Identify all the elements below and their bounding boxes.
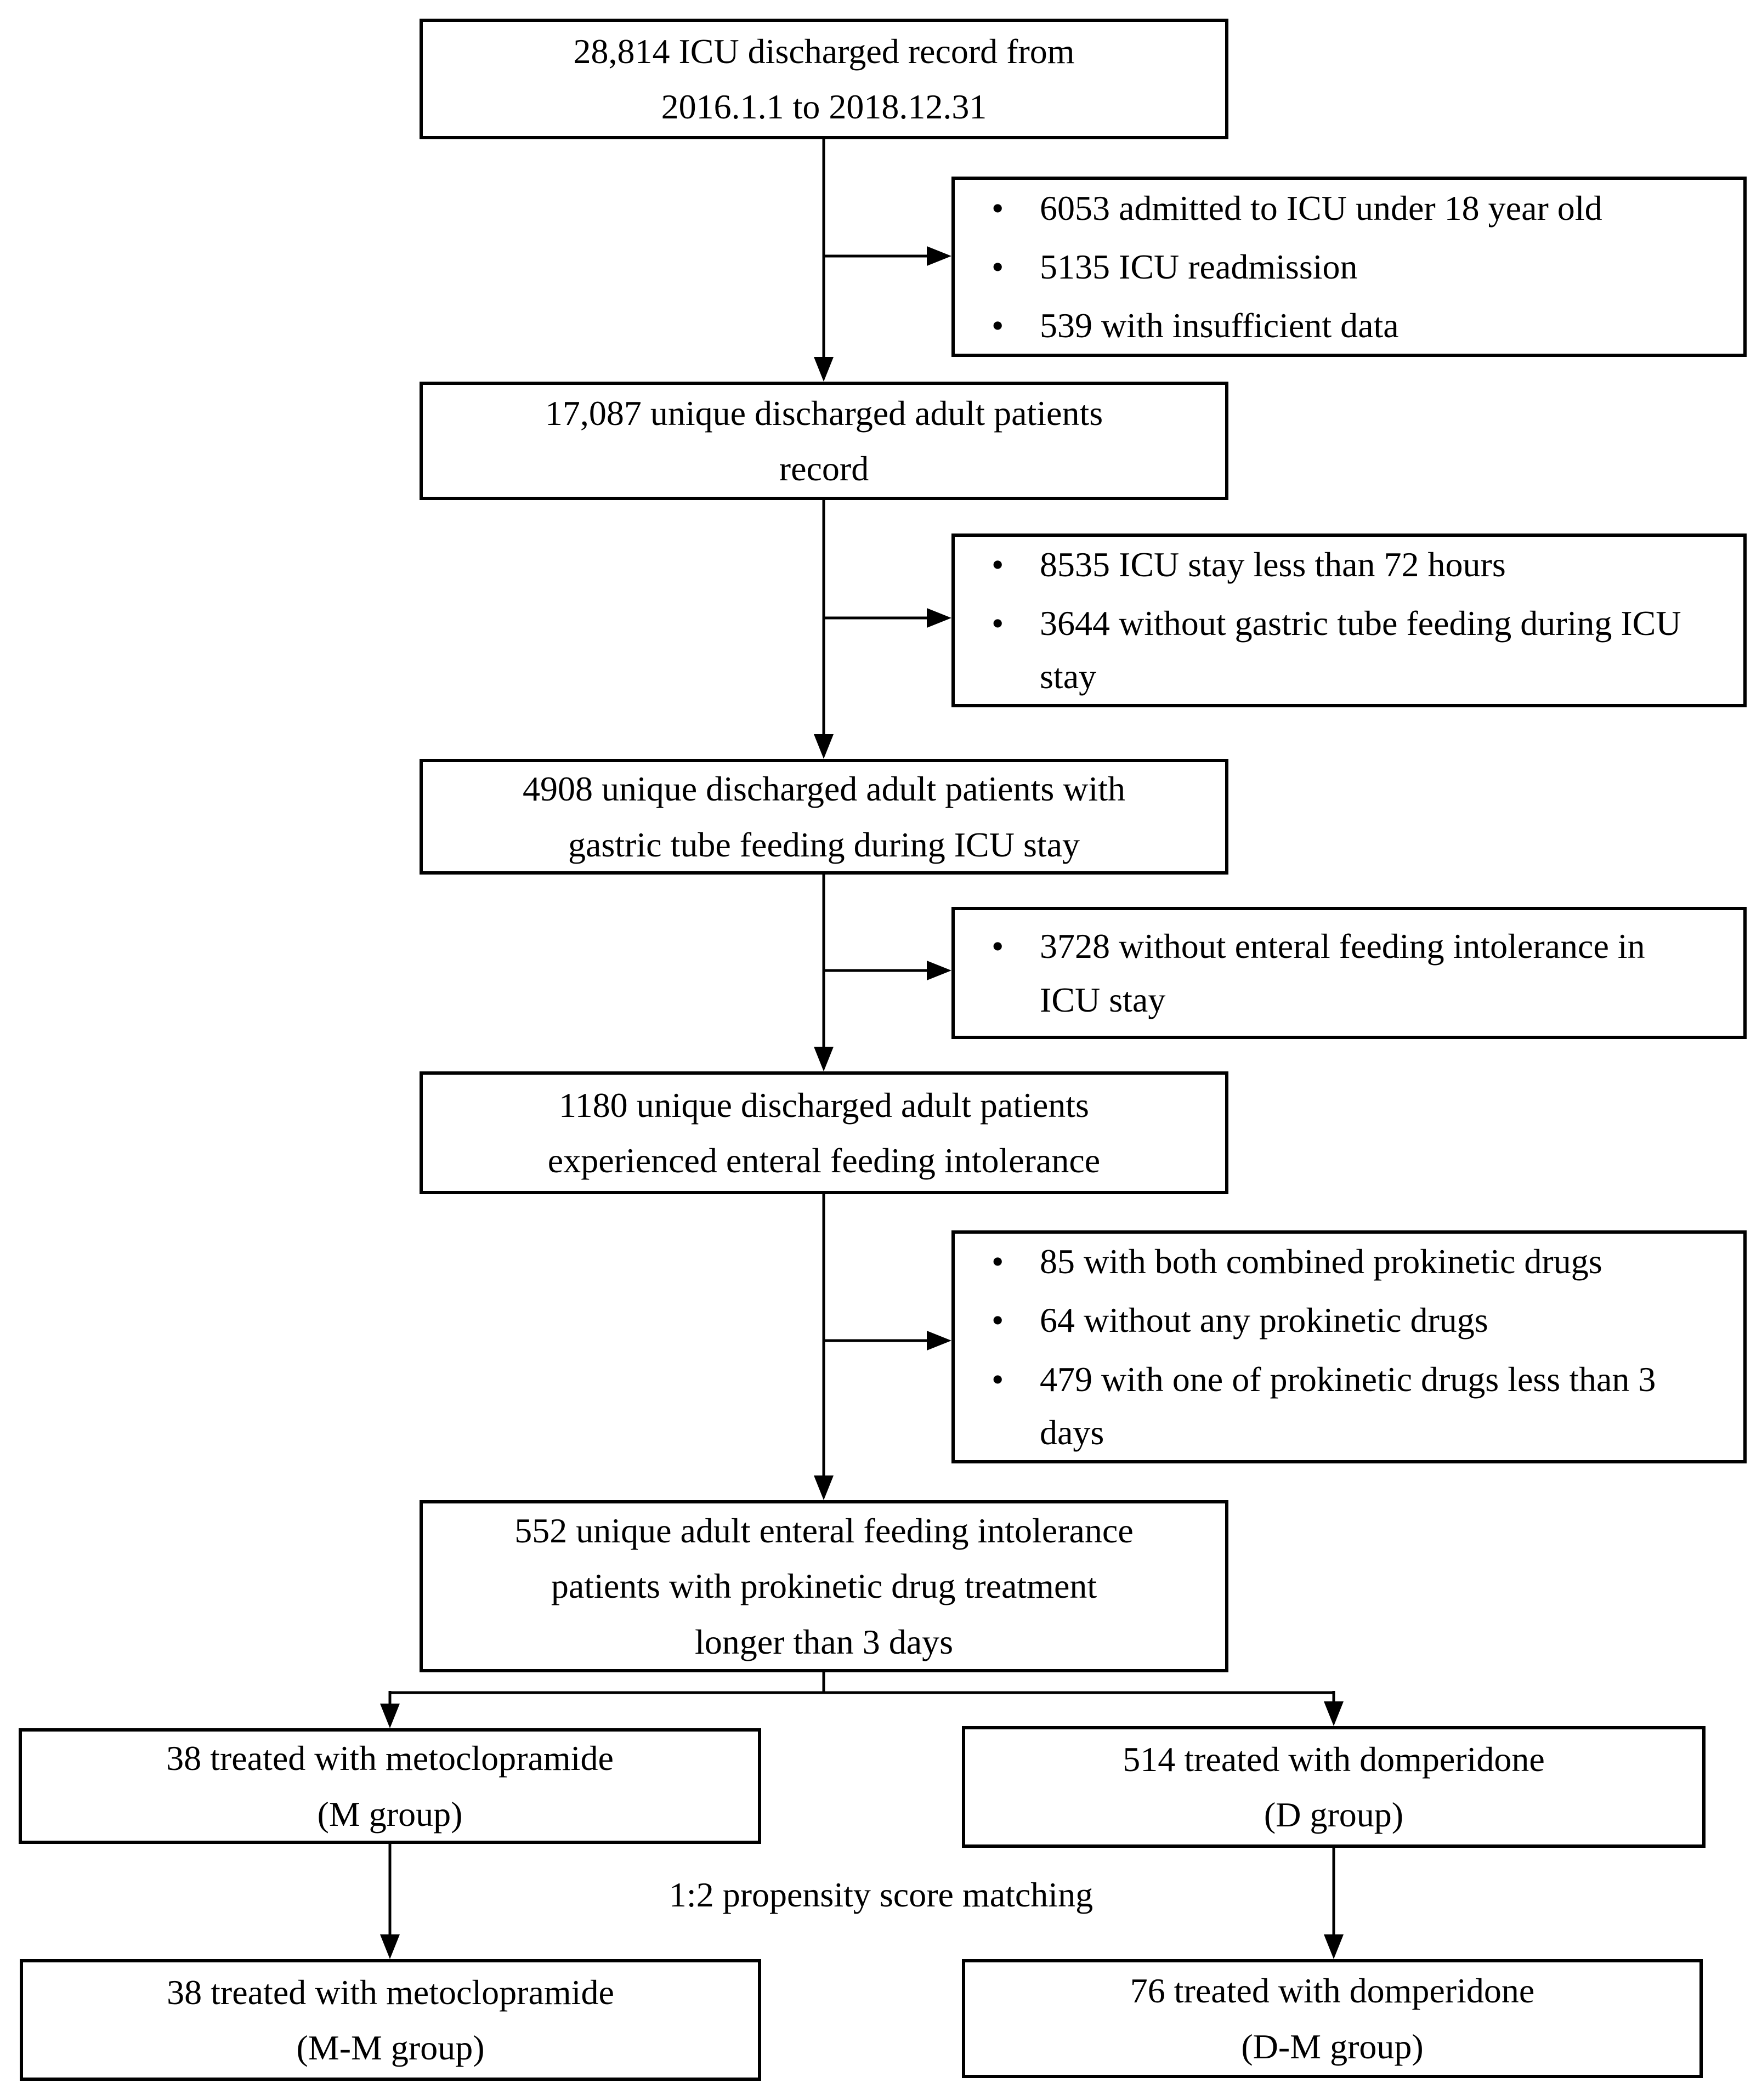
box-text-line: 38 treated with metoclopramide: [166, 1739, 614, 1778]
exclusion-box-3: 3728 without enteral feeding intolerance…: [951, 907, 1747, 1039]
arrow-d-to-dm-head: [1324, 1934, 1344, 1959]
flow-box-unique-adult-patients: 17,087 unique discharged adult patients …: [420, 382, 1228, 500]
box-text-line: 514 treated with domperidone: [1123, 1739, 1545, 1779]
box-text-line: 2016.1.1 to 2018.12.31: [661, 87, 987, 126]
flow-box-m-group: 38 treated with metoclopramide (M group): [19, 1728, 761, 1844]
exclusion-item: 3644 without gastric tube feeding during…: [992, 597, 1689, 703]
arrow-exclusion-2-head: [927, 608, 951, 628]
flow-box-dm-group: 76 treated with domperidone (D-M group): [962, 1959, 1703, 2078]
exclusion-item: 64 without any prokinetic drugs: [992, 1293, 1689, 1347]
box-text-line: 17,087 unique discharged adult patients: [545, 393, 1103, 433]
exclusion-box-2: 8535 ICU stay less than 72 hours 3644 wi…: [951, 533, 1747, 707]
exclusion-item: 539 with insufficient data: [992, 299, 1689, 353]
box-text-line: 76 treated with domperidone: [1130, 1971, 1535, 2011]
arrow-records-to-unique-head: [814, 357, 834, 382]
exclusion-box-1: 6053 admitted to ICU under 18 year old 5…: [951, 177, 1747, 357]
box-text-line: (M-M group): [296, 2028, 485, 2067]
box-text-line: 552 unique adult enteral feeding intoler…: [514, 1511, 1134, 1551]
exclusion-item: 479 with one of prokinetic drugs less th…: [992, 1353, 1689, 1460]
box-text-line: patients with prokinetic drug treatment: [551, 1567, 1097, 1606]
box-text-line: record: [779, 449, 869, 488]
arrow-unique-to-gastric-head: [814, 734, 834, 759]
exclusion-item: 85 with both combined prokinetic drugs: [992, 1235, 1689, 1289]
exclusion-list: 85 with both combined prokinetic drugs 6…: [955, 1229, 1743, 1465]
box-text-line: (M group): [317, 1794, 463, 1834]
box-text-line: experienced enteral feeding intolerance: [547, 1141, 1101, 1180]
flow-box-prokinetic-treatment: 552 unique adult enteral feeding intoler…: [420, 1500, 1228, 1672]
box-text-line: 4908 unique discharged adult patients wi…: [522, 769, 1126, 809]
arrow-efi-to-prokinetic-head: [814, 1475, 834, 1500]
exclusion-list: 3728 without enteral feeding intolerance…: [955, 914, 1743, 1032]
box-text-line: 38 treated with metoclopramide: [167, 1972, 614, 2012]
arrow-exclusion-1-head: [927, 246, 951, 266]
flow-box-enteral-feeding-intolerance: 1180 unique discharged adult patients ex…: [420, 1071, 1228, 1194]
arrow-exclusion-3-head: [927, 961, 951, 980]
exclusion-item: 3728 without enteral feeding intolerance…: [992, 920, 1689, 1026]
box-text-line: (D-M group): [1241, 2027, 1424, 2066]
box-text-line: 1180 unique discharged adult patients: [559, 1085, 1089, 1125]
box-text-line: (D group): [1264, 1795, 1404, 1834]
exclusion-item: 5135 ICU readmission: [992, 240, 1689, 294]
flow-box-gastric-tube-feeding: 4908 unique discharged adult patients wi…: [420, 759, 1228, 875]
propensity-matching-label: 1:2 propensity score matching: [668, 1875, 1094, 1914]
exclusion-list: 8535 ICU stay less than 72 hours 3644 wi…: [955, 532, 1743, 709]
box-text-line: longer than 3 days: [695, 1622, 953, 1661]
exclusion-item: 6053 admitted to ICU under 18 year old: [992, 181, 1689, 235]
exclusion-box-4: 85 with both combined prokinetic drugs 6…: [951, 1230, 1747, 1463]
box-text-line: gastric tube feeding during ICU stay: [568, 825, 1080, 864]
flow-box-d-group: 514 treated with domperidone (D group): [962, 1726, 1706, 1848]
arrow-gastric-to-efi-head: [814, 1047, 834, 1071]
exclusion-list: 6053 admitted to ICU under 18 year old 5…: [955, 176, 1743, 358]
flow-box-mm-group: 38 treated with metoclopramide (M-M grou…: [20, 1959, 761, 2081]
flow-box-icu-records: 28,814 ICU discharged record from 2016.1…: [420, 19, 1228, 139]
arrow-m-to-mm-head: [380, 1934, 400, 1959]
branch-left-head: [380, 1704, 400, 1728]
branch-right-head: [1324, 1701, 1344, 1726]
box-text-line: 28,814 ICU discharged record from: [573, 31, 1075, 71]
exclusion-item: 8535 ICU stay less than 72 hours: [992, 538, 1689, 592]
arrow-exclusion-4-head: [927, 1331, 951, 1350]
